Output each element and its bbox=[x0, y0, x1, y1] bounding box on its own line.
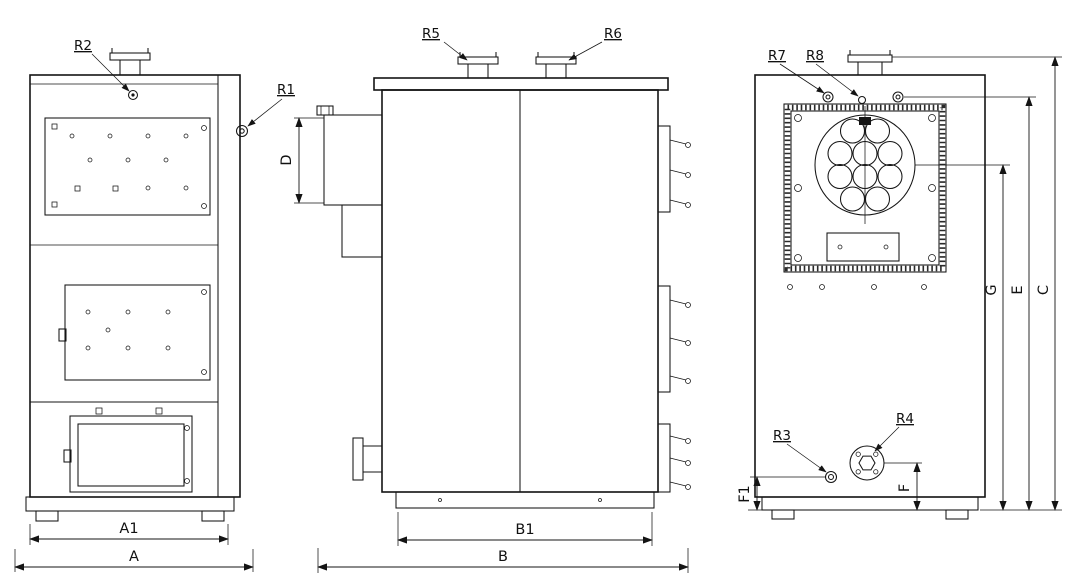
label-r4: R4 bbox=[896, 411, 914, 427]
side-view: R5 R6 D bbox=[279, 26, 691, 573]
boiler-body-back bbox=[29, 74, 241, 498]
dimension-g: G bbox=[915, 164, 1010, 511]
top-pipe bbox=[847, 50, 893, 75]
dimension-f1: F1 bbox=[737, 476, 826, 511]
nameplate bbox=[859, 117, 871, 125]
dim-label-a1: A1 bbox=[119, 521, 138, 537]
dim-label-d: D bbox=[279, 154, 295, 165]
hinge-assembly-bottom bbox=[657, 423, 691, 493]
middle-panel bbox=[58, 284, 211, 381]
label-r5: R5 bbox=[422, 26, 440, 42]
r6-pipe bbox=[535, 52, 577, 78]
side-flange bbox=[352, 437, 382, 481]
lower-door bbox=[63, 407, 193, 493]
tube-holes bbox=[827, 118, 903, 212]
dim-label-c: C bbox=[1036, 285, 1052, 295]
r2-pipe bbox=[109, 48, 151, 75]
dim-label-b: B bbox=[498, 549, 508, 565]
label-r3: R3 bbox=[773, 428, 791, 444]
r7-port bbox=[822, 91, 834, 103]
dimension-d: D bbox=[279, 117, 324, 204]
r4-flange bbox=[849, 445, 885, 481]
smoke-box bbox=[316, 105, 383, 258]
r2-port bbox=[127, 89, 139, 101]
dim-label-b1: B1 bbox=[515, 522, 534, 538]
door-latch bbox=[63, 449, 72, 463]
label-r8: R8 bbox=[806, 48, 824, 64]
dimension-b: B bbox=[317, 548, 689, 573]
dim-label-g: G bbox=[984, 284, 1000, 295]
dimension-a: A bbox=[14, 549, 254, 572]
front-view: R7 R8 bbox=[737, 48, 1062, 520]
base-side bbox=[395, 491, 655, 509]
dim-label-a: A bbox=[129, 549, 139, 565]
label-r6: R6 bbox=[604, 26, 622, 42]
hinge-assembly-top bbox=[657, 125, 691, 213]
upper-panel-holes bbox=[51, 123, 189, 208]
label-r1: R1 bbox=[277, 82, 295, 98]
dimension-b1: B1 bbox=[397, 512, 653, 546]
tube-sheet bbox=[814, 106, 916, 224]
dimension-a1: A1 bbox=[29, 521, 229, 545]
r5-pipe bbox=[457, 52, 499, 78]
panel-latch bbox=[58, 328, 67, 342]
top-plate bbox=[373, 77, 669, 91]
label-r2: R2 bbox=[74, 38, 92, 54]
mounting-holes bbox=[787, 284, 927, 290]
dim-label-f1: F1 bbox=[737, 485, 753, 503]
dimension-c: C bbox=[892, 56, 1062, 511]
port-right bbox=[892, 91, 904, 103]
r8-port bbox=[857, 95, 867, 105]
dim-label-f: F bbox=[897, 484, 913, 492]
label-r7: R7 bbox=[768, 48, 786, 64]
dimension-e: E bbox=[904, 96, 1036, 511]
base-back bbox=[25, 496, 235, 522]
r1-port bbox=[235, 124, 249, 138]
middle-panel-holes bbox=[85, 309, 171, 351]
dimension-f: F bbox=[884, 462, 922, 511]
base-front bbox=[761, 496, 979, 520]
dim-label-e: E bbox=[1010, 285, 1026, 294]
hinge-assembly-middle bbox=[657, 285, 691, 393]
r3-port bbox=[824, 470, 838, 484]
upper-panel bbox=[44, 117, 211, 216]
back-view: R2 R1 bbox=[14, 38, 295, 572]
door-plate bbox=[826, 232, 900, 262]
